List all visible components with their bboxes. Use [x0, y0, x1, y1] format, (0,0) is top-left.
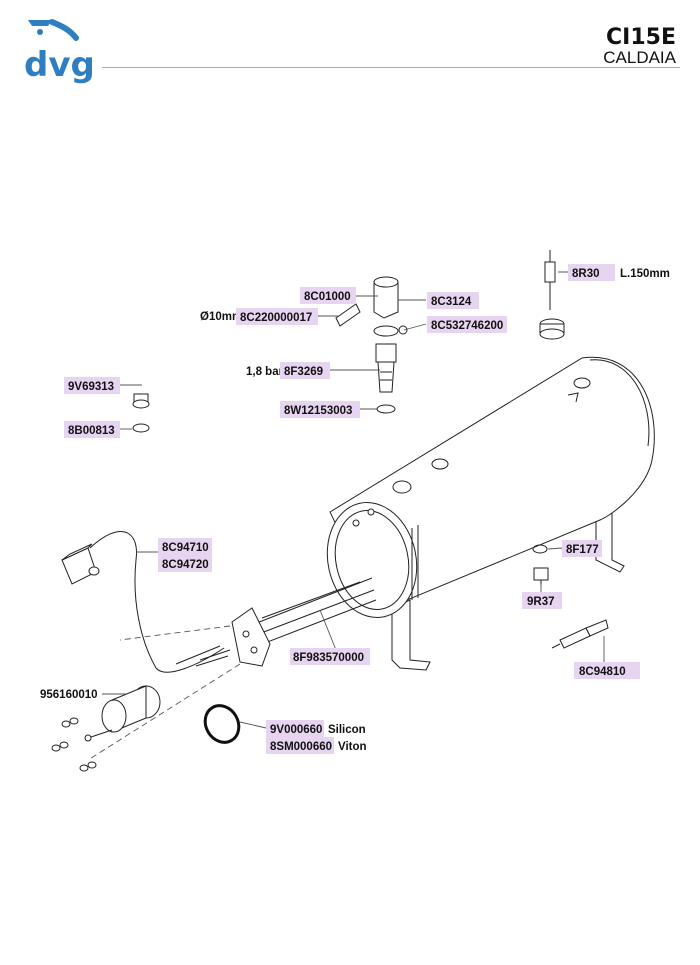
svg-text:8B00813: 8B00813: [68, 425, 115, 437]
boiler-tank-drawing: [326, 356, 655, 671]
svg-text:8F3269: 8F3269: [284, 366, 323, 378]
part-label-956160010: 956160010: [40, 689, 98, 701]
svg-text:8C94710: 8C94710: [162, 542, 209, 554]
logo-text: dvg: [24, 45, 95, 85]
svg-text:Silicon: Silicon: [328, 724, 366, 736]
part-label-8F3269: 1,8 bar 8F3269: [246, 362, 330, 379]
part-label-8C94710: 8C94710: [158, 538, 212, 555]
svg-text:956160010: 956160010: [40, 689, 98, 701]
part-label-9V69313: 9V69313: [64, 377, 120, 394]
leader-lines: [102, 271, 614, 729]
model-code: CI15E: [606, 25, 676, 50]
part-label-8C3124: 8C3124: [427, 292, 479, 309]
part-label-8C532746200: 8C532746200: [427, 316, 507, 333]
svg-text:8C3124: 8C3124: [431, 296, 472, 308]
svg-text:9R37: 9R37: [527, 596, 555, 608]
svg-text:8R30: 8R30: [572, 268, 600, 280]
svg-text:8W12153003: 8W12153003: [284, 405, 352, 417]
drain-plug-drawing: [532, 544, 549, 586]
svg-text:9V000660: 9V000660: [270, 724, 322, 736]
part-label-8SM000660: 8SM000660 Viton: [266, 737, 367, 754]
svg-text:L.150mm: L.150mm: [620, 268, 670, 280]
part-label-8C220000017: Ø10mm 8C220000017: [200, 308, 318, 325]
part-label-8R30: 8R30 L.150mm: [568, 264, 670, 281]
part-label-8W12153003: 8W12153003: [280, 401, 360, 418]
valve-assembly-drawing: [335, 276, 408, 414]
part-label-8F983570000: 8F983570000: [290, 648, 370, 665]
part-label-8C94810: 8C94810: [574, 662, 640, 679]
svg-text:9V69313: 9V69313: [68, 381, 114, 393]
svg-text:8C532746200: 8C532746200: [431, 320, 503, 332]
fitting-9v-drawing: [132, 393, 150, 433]
svg-text:8C94810: 8C94810: [579, 666, 626, 678]
flange-gasket-drawing: [203, 704, 241, 744]
part-label-8C94720: 8C94720: [158, 555, 212, 572]
terminal-cap-drawing: [51, 685, 161, 772]
heating-element-drawing: [87, 577, 377, 761]
pressure-switch-drawing: [61, 530, 225, 673]
part-label-8C01000: 8C01000: [300, 287, 356, 304]
part-label-9V000660: 9V000660 Silicon: [266, 720, 366, 737]
temperature-probe-drawing: [539, 250, 565, 340]
svg-text:8C01000: 8C01000: [304, 291, 351, 303]
svg-text:8C94720: 8C94720: [162, 559, 209, 571]
svg-text:8F983570000: 8F983570000: [293, 652, 364, 664]
svg-text:Viton: Viton: [338, 741, 367, 753]
svg-text:8F177: 8F177: [566, 544, 599, 556]
part-label-9R37: 9R37: [522, 592, 562, 609]
svg-text:8C220000017: 8C220000017: [240, 312, 312, 324]
level-probe-drawing: [551, 619, 609, 649]
section-title: CALDAIA: [603, 48, 676, 67]
dvg-logo: dvg: [24, 19, 95, 85]
svg-text:Ø10mm: Ø10mm: [200, 311, 242, 323]
svg-text:8SM000660: 8SM000660: [270, 741, 332, 753]
part-label-8B00813: 8B00813: [64, 421, 120, 438]
part-label-8F177: 8F177: [562, 540, 602, 557]
svg-text:1,8 bar: 1,8 bar: [246, 366, 284, 378]
